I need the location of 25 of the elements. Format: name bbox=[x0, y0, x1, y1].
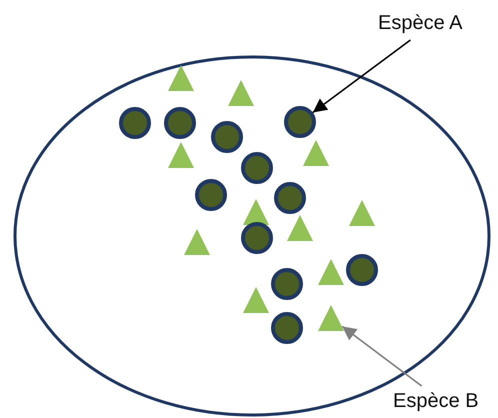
dot-marker bbox=[284, 106, 316, 138]
dot-marker bbox=[241, 222, 273, 254]
dot-marker bbox=[164, 107, 196, 139]
dot-marker bbox=[241, 152, 273, 184]
species-label: Espèce A bbox=[378, 8, 486, 40]
triangle-marker bbox=[317, 304, 345, 332]
triangle-marker bbox=[302, 139, 330, 167]
leader-line bbox=[312, 39, 411, 114]
triangle-marker bbox=[183, 228, 211, 256]
dot-marker bbox=[119, 107, 151, 139]
triangle-marker bbox=[167, 64, 195, 92]
triangle-marker bbox=[286, 214, 314, 242]
triangle-marker bbox=[227, 79, 255, 107]
triangle-marker bbox=[317, 258, 345, 286]
triangle-marker bbox=[167, 141, 195, 169]
dot-marker bbox=[211, 121, 243, 153]
triangle-marker bbox=[242, 286, 270, 314]
dot-marker bbox=[271, 312, 303, 344]
dot-marker bbox=[195, 179, 227, 211]
dot-marker bbox=[271, 268, 303, 300]
dot-marker bbox=[346, 254, 378, 286]
dot-marker bbox=[274, 182, 306, 214]
species-label: Espèce B bbox=[393, 386, 493, 418]
leader-line bbox=[342, 326, 422, 387]
triangle-marker bbox=[348, 199, 376, 227]
